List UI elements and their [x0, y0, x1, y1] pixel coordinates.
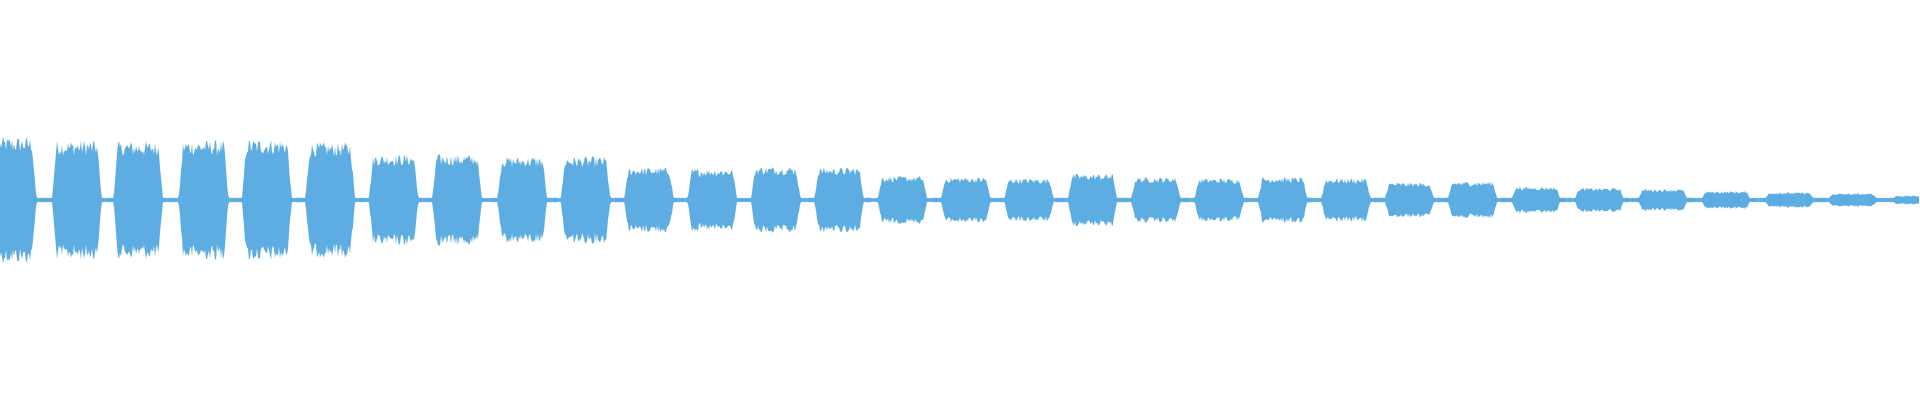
waveform-group: [0, 136, 1919, 264]
waveform-path: [0, 136, 1919, 264]
